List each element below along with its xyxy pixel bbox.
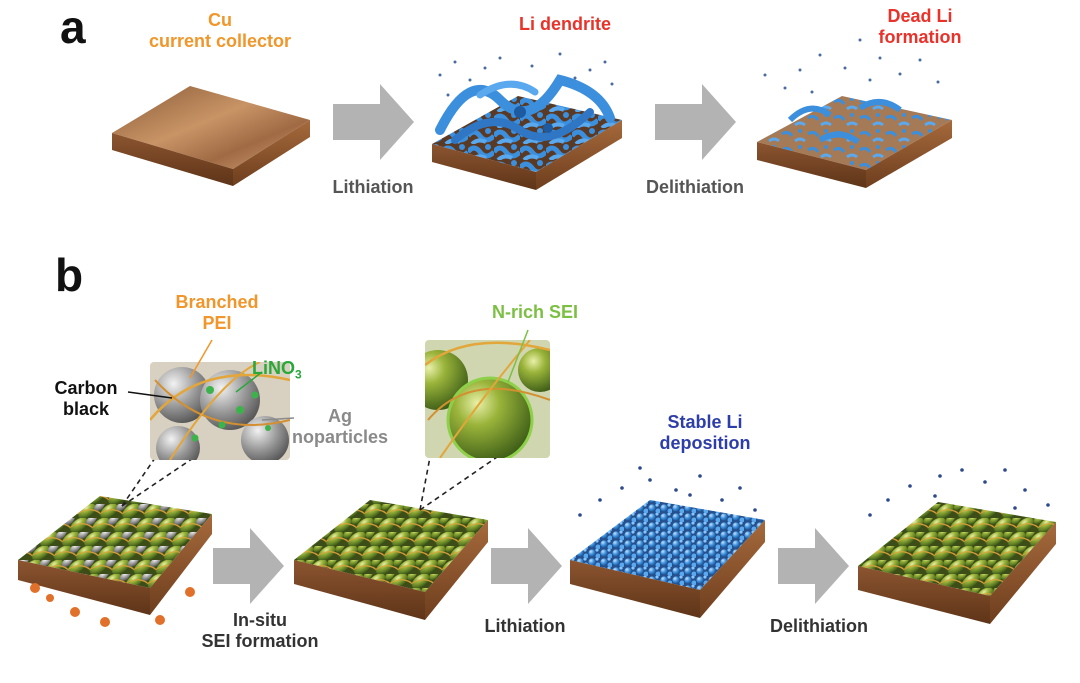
cu-current-collector-block [112,86,310,186]
electrode-block-sei [294,500,488,620]
ag-pointer [261,417,295,421]
ag-line2: noparticles [291,427,389,447]
carbon-black-pointer [127,391,173,399]
dead-li-line2: formation [878,27,962,47]
branched-pei-pointer [189,339,213,379]
electrode-block-initial [18,496,212,627]
cu-label: Cu current collector [140,10,300,52]
cu-label-line2: current collector [148,31,292,51]
carbon-black-line1: Carbon [54,378,118,398]
li-dendrite-block [432,74,622,190]
arrow-sei-formation [213,528,284,604]
inset1-leader-right [121,439,221,507]
panel-b-letter: b [55,249,84,301]
li-ion-dots-b1 [578,466,757,517]
step-sei-line1: In-situ [233,610,287,630]
branched-pei-line1: Branched [175,292,259,312]
li-ion-dots-a1 [438,52,614,97]
inset-zoom-sei [425,340,550,458]
panel-a-letter: a [60,1,86,53]
lino3-main: LiNO [252,358,295,378]
branched-pei-label: Branched PEI [162,292,272,334]
li-ion-dots-a2 [763,38,940,94]
ag-line1: Ag [328,406,352,426]
dead-li-block [757,96,952,188]
inset-zoom-initial [150,362,290,460]
step-delithiation-a: Delithiation [646,177,744,197]
li-dendrite-label: Li dendrite [518,14,611,34]
stable-li-label: Stable Li deposition [640,412,770,454]
carbon-black-label: Carbon black [48,378,124,420]
step-sei-line2: SEI formation [201,631,319,651]
electrode-block-lithiated [570,500,765,618]
step-lithiation-b: Lithiation [484,616,566,636]
dead-li-line1: Dead Li [887,6,953,26]
inset1-leader-left [121,457,156,507]
carbon-black-line2: black [62,399,110,419]
arrow-delithiation-b [778,528,849,604]
lino3-pointer [235,371,263,393]
inset2-leader-left [419,456,431,511]
branched-pei-line2: PEI [202,313,232,333]
inset2-leader-right [419,454,501,511]
arrow-lithiation-a [333,84,414,160]
lino3-subscript: 3 [295,367,302,382]
cu-label-line1: Cu [208,10,232,30]
stable-li-line2: deposition [659,433,751,453]
arrow-lithiation-b [491,528,562,604]
n-rich-sei-pointer [507,329,529,383]
step-lithiation-a: Lithiation [332,177,414,197]
lino3-label: LiNO3 [252,358,342,386]
n-rich-sei-label: N-rich SEI [491,302,579,322]
dead-li-label: Dead Li formation [860,6,980,48]
arrow-delithiation-a [655,84,736,160]
step-sei-formation: In-situ SEI formation [195,610,325,652]
stable-li-line1: Stable Li [667,412,743,432]
li-ion-dots-b2 [868,468,1050,517]
ag-nanoparticles-label: Ag noparticles [290,406,390,448]
electrode-block-delithiated [858,502,1056,624]
step-delithiation-b: Delithiation [770,616,868,636]
